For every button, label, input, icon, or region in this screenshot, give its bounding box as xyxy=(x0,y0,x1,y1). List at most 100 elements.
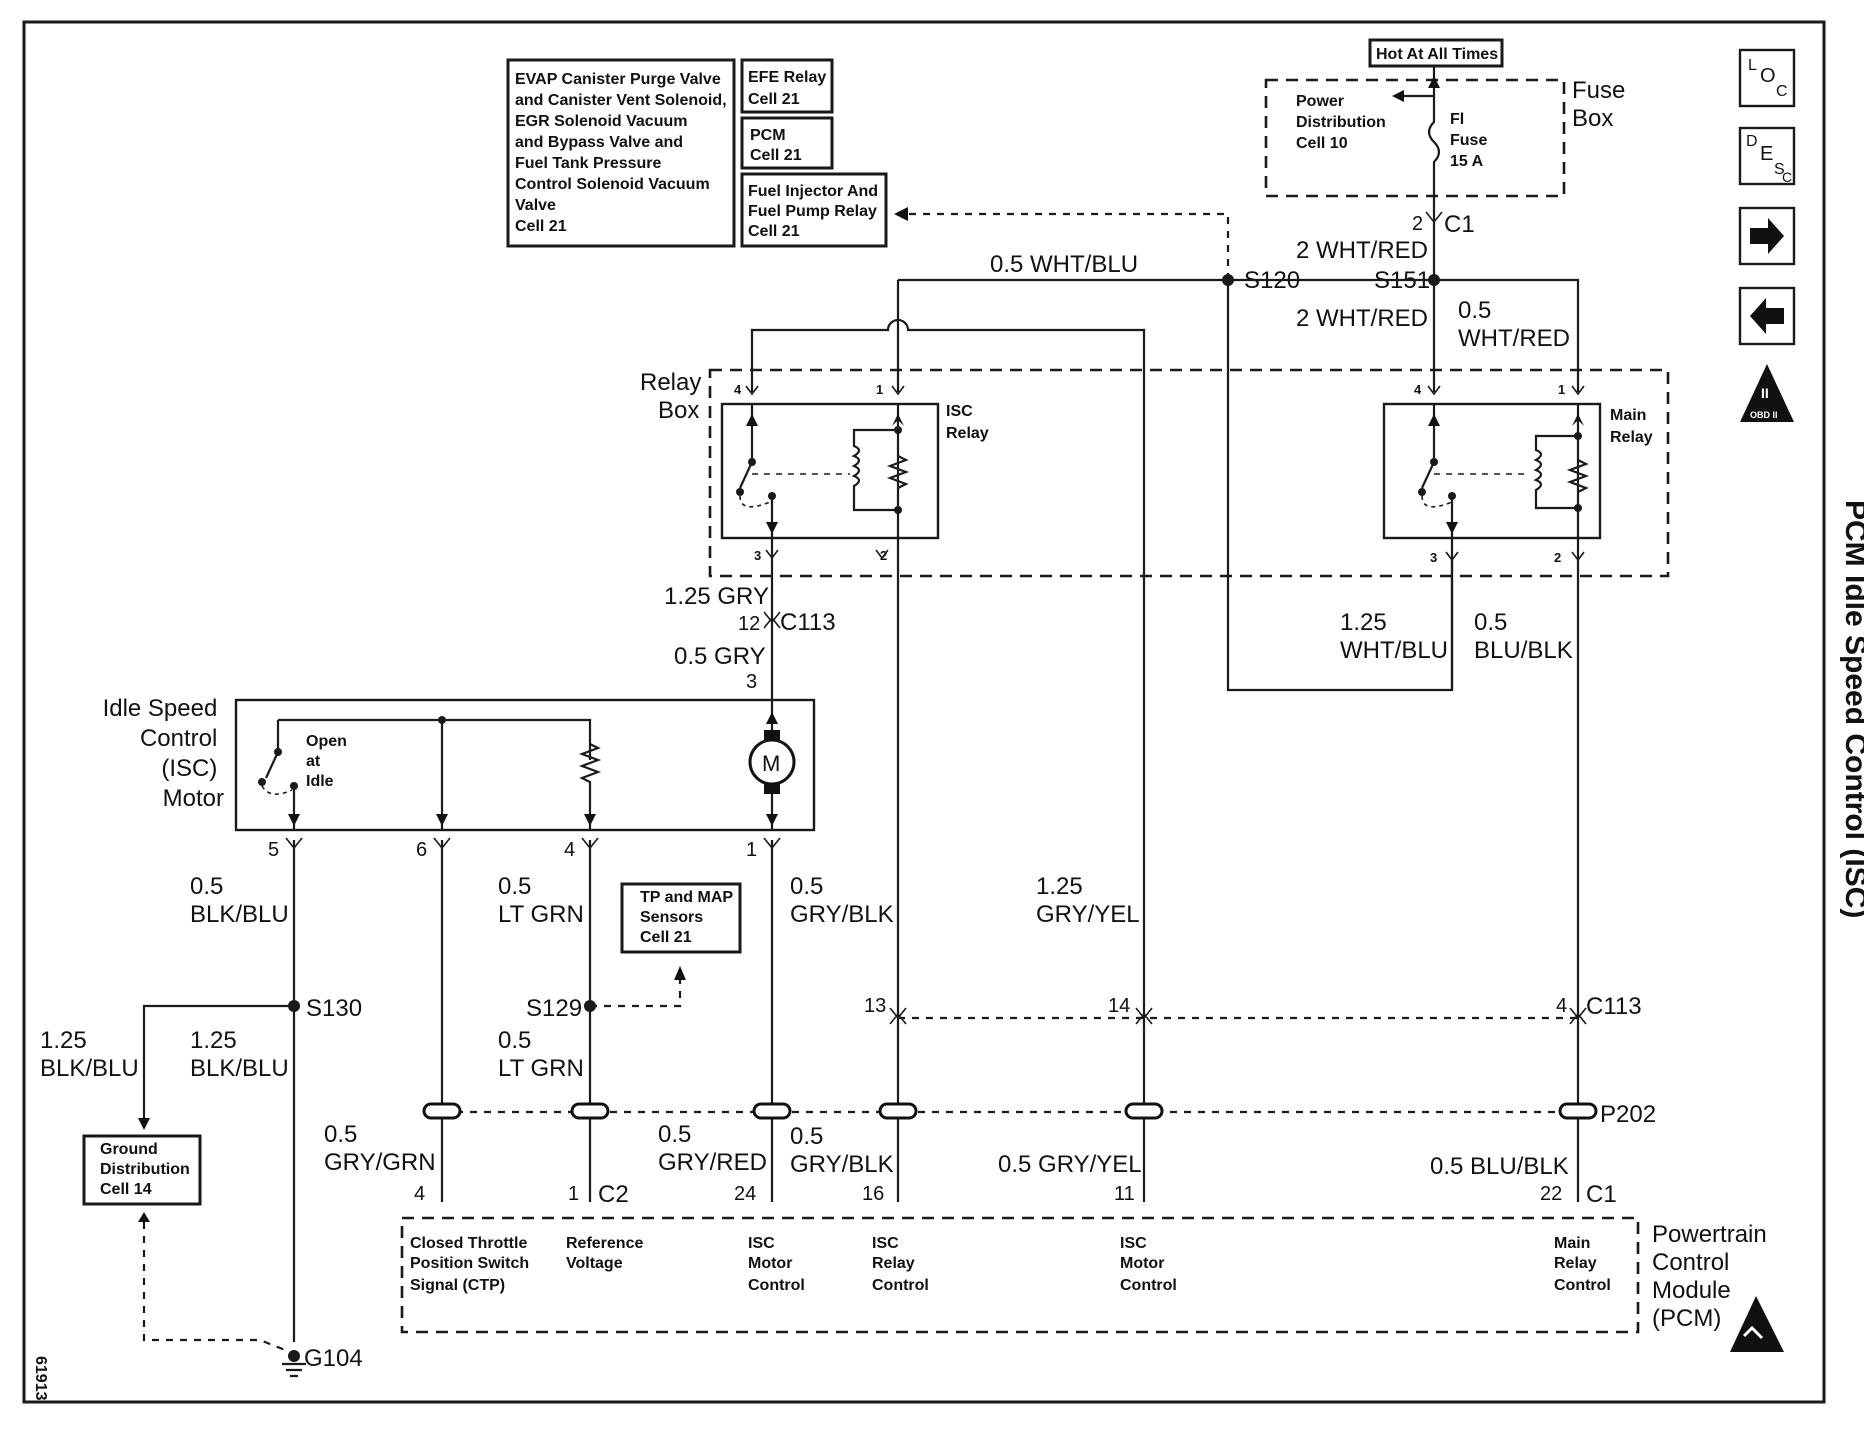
svg-text:G104: G104 xyxy=(304,1345,363,1372)
svg-text:4: 4 xyxy=(564,839,575,861)
svg-text:WHT/RED: WHT/RED xyxy=(1458,325,1570,352)
fuse-box: Fuse Box Power Distribution Cell 10 Fl F… xyxy=(1264,66,1632,208)
svg-text:0.5 BLU/BLK: 0.5 BLU/BLK xyxy=(1430,1153,1569,1180)
svg-text:1: 1 xyxy=(568,1183,579,1205)
page-number: 61913 xyxy=(32,1356,49,1401)
svg-text:4: 4 xyxy=(1556,995,1567,1017)
desc-icon: D xyxy=(1746,133,1758,150)
p202-connectors xyxy=(422,1102,1598,1120)
svg-text:0.5: 0.5 xyxy=(790,873,823,900)
svg-text:24: 24 xyxy=(734,1183,756,1205)
svg-text:22: 22 xyxy=(1540,1183,1562,1205)
obd-ii-icon: II OBD II xyxy=(1740,364,1794,422)
svg-text:ISC Relay Control: ISC Relay Control xyxy=(872,1235,929,1294)
svg-text:1.25: 1.25 xyxy=(1340,609,1387,636)
svg-text:Reference Voltage: Reference Voltage xyxy=(566,1235,648,1272)
svg-text:Main Relay Control: Main Relay Control xyxy=(1554,1235,1611,1294)
svg-text:WHT/BLU: WHT/BLU xyxy=(1340,637,1448,664)
arrow-left-icon xyxy=(1750,298,1784,334)
ground-distribution-ref-box[interactable]: Ground Distribution Cell 14 xyxy=(82,1134,202,1206)
svg-text:GRY/BLK: GRY/BLK xyxy=(790,901,894,928)
svg-text:ISC Relay: ISC Relay xyxy=(946,403,989,442)
svg-text:BLK/BLU: BLK/BLU xyxy=(40,1055,139,1082)
svg-text:0.5: 0.5 xyxy=(790,1123,823,1150)
svg-text:14: 14 xyxy=(1108,995,1130,1017)
pcm-label: Powertrain Control Module (PCM) xyxy=(1652,1221,1773,1332)
svg-text:Open at Idle: Open at Idle xyxy=(306,733,351,790)
svg-text:1.25 GRY: 1.25 GRY xyxy=(664,583,769,610)
isc-motor: Idle Speed Control (ISC) Motor Open at I… xyxy=(103,695,816,861)
svg-text:ISC Motor Control: ISC Motor Control xyxy=(748,1235,805,1294)
desc-button[interactable]: D E S C xyxy=(1738,126,1796,186)
svg-text:ISC Motor Control: ISC Motor Control xyxy=(1120,1235,1177,1294)
svg-text:16: 16 xyxy=(862,1183,884,1205)
svg-text:S130: S130 xyxy=(306,995,362,1022)
svg-text:0.5: 0.5 xyxy=(324,1121,357,1148)
svg-text:E: E xyxy=(1760,143,1773,165)
svg-text:3: 3 xyxy=(746,671,757,693)
svg-text:C1: C1 xyxy=(1444,211,1475,238)
svg-text:S: S xyxy=(1774,161,1785,178)
svg-text:2: 2 xyxy=(1412,213,1423,235)
svg-text:0.5: 0.5 xyxy=(498,873,531,900)
svg-text:Fuel Injector And Fuel P: Fuel Injector And Fuel Pump Relay Cell 2… xyxy=(748,183,883,240)
svg-text:3: 3 xyxy=(754,548,761,563)
svg-text:C113: C113 xyxy=(1586,993,1642,1020)
svg-text:5: 5 xyxy=(268,839,279,861)
efe-relay-ref-box[interactable]: EFE Relay Cell 21 xyxy=(740,58,834,114)
fuse-box-label: Fuse Box xyxy=(1572,77,1632,132)
arrow-right-icon xyxy=(1750,218,1784,254)
fuel-injector-ref-box[interactable]: Fuel Injector And Fuel Pump Relay Cell 2… xyxy=(740,172,888,248)
svg-text:BLK/BLU: BLK/BLU xyxy=(190,901,289,928)
next-page-button[interactable] xyxy=(1738,206,1796,266)
svg-text:O: O xyxy=(1760,65,1776,87)
svg-text:Ground Distribution: Ground Distribution Cell 14 xyxy=(100,1141,194,1198)
hot-at-all-times-label: Hot At All Times xyxy=(1368,38,1504,68)
relay-box: Relay Box xyxy=(640,368,1670,578)
svg-text:Hot At All Times: Hot At All Times xyxy=(1376,46,1498,63)
svg-text:TP and MAP Sensors: TP and MAP Sensors Cell 21 xyxy=(640,889,737,946)
svg-text:12: 12 xyxy=(738,613,760,635)
nav-panel: L O C D E S C II OBD II xyxy=(1738,48,1796,422)
svg-text:1: 1 xyxy=(1558,382,1565,397)
esd-warning-icon xyxy=(1730,1296,1784,1352)
diagram-frame xyxy=(22,20,1826,1404)
svg-text:GRY/BLK: GRY/BLK xyxy=(790,1151,894,1178)
svg-text:4: 4 xyxy=(414,1183,425,1205)
svg-text:II: II xyxy=(1761,385,1769,401)
prev-page-button[interactable] xyxy=(1738,286,1796,346)
svg-text:BLK/BLU: BLK/BLU xyxy=(190,1055,289,1082)
svg-text:1.25: 1.25 xyxy=(1036,873,1083,900)
motor-symbol: M xyxy=(762,751,780,776)
pcm-ref-box[interactable]: PCM Cell 21 xyxy=(740,116,834,170)
svg-text:1: 1 xyxy=(746,839,757,861)
svg-text:0.5 WHT/BLU: 0.5 WHT/BLU xyxy=(990,251,1138,278)
svg-text:LT GRN: LT GRN xyxy=(498,1055,584,1082)
fuse-label: Fl Fuse 15 A xyxy=(1450,111,1492,170)
power-distribution-label: Power Distribution Cell 10 xyxy=(1296,93,1390,152)
svg-text:0.5: 0.5 xyxy=(658,1121,691,1148)
svg-text:C2: C2 xyxy=(598,1181,629,1208)
arrow-left-icon xyxy=(1392,90,1404,102)
svg-text:3: 3 xyxy=(1430,550,1437,565)
svg-text:PCM Cell 21: PCM Cell 21 xyxy=(750,127,802,164)
svg-text:BLU/BLK: BLU/BLK xyxy=(1474,637,1573,664)
tp-map-ref-box[interactable]: TP and MAP Sensors Cell 21 xyxy=(620,882,742,954)
svg-text:1: 1 xyxy=(876,382,883,397)
loc-button[interactable]: L O C xyxy=(1738,48,1796,108)
evap-ref-text: EVAP Canister Purge Valve and Canister V… xyxy=(515,71,731,235)
svg-text:4: 4 xyxy=(734,382,742,397)
svg-text:GRY/YEL: GRY/YEL xyxy=(1036,901,1140,928)
svg-text:13: 13 xyxy=(864,995,886,1017)
svg-text:2: 2 xyxy=(1554,550,1561,565)
svg-text:4: 4 xyxy=(1414,382,1422,397)
svg-text:11: 11 xyxy=(1114,1183,1135,1205)
svg-text:GRY/RED: GRY/RED xyxy=(658,1149,767,1176)
svg-text:C1: C1 xyxy=(1586,1181,1617,1208)
svg-text:Main Relay: Main Relay xyxy=(1610,407,1653,446)
loc-icon: L xyxy=(1748,57,1757,74)
svg-text:0.5 GRY/YEL: 0.5 GRY/YEL xyxy=(998,1151,1142,1178)
svg-text:C: C xyxy=(1776,83,1788,100)
evap-ref-box[interactable]: EVAP Canister Purge Valve and Canister V… xyxy=(506,58,736,248)
